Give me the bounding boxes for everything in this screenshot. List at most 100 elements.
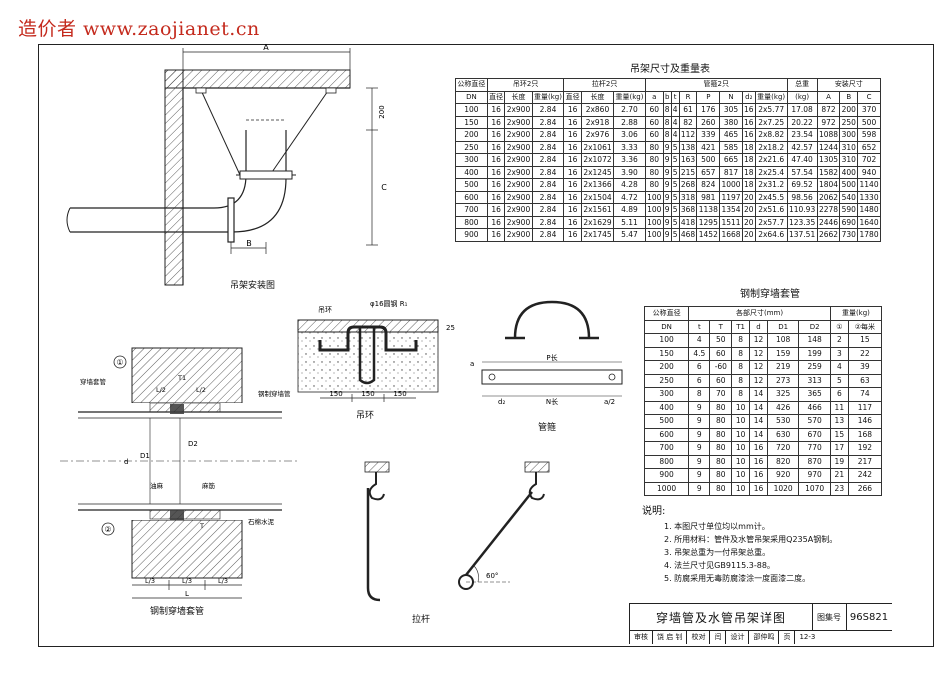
table-cell: 2x900: [504, 153, 533, 167]
table-cell: 8: [731, 387, 751, 402]
table-cell: 80: [644, 153, 664, 167]
table-cell: 100: [644, 203, 664, 217]
table-cell: 2.88: [613, 115, 646, 129]
table-cell: 305: [719, 103, 743, 117]
table-cell: 9: [662, 153, 672, 167]
design-label: 设计: [726, 630, 750, 644]
sleeve-l2a-label: L/2: [156, 386, 166, 394]
table-cell: 720: [766, 441, 800, 456]
table-cell: 2x900: [504, 228, 533, 242]
table-cell: 16: [486, 228, 506, 242]
table-cell: 1244: [816, 140, 841, 154]
table-cell: 22: [847, 346, 883, 361]
table-cell: 540: [839, 190, 859, 204]
table-cell: 2.84: [531, 178, 565, 192]
table-cell: 14: [749, 400, 768, 415]
notes-title: 说明:: [642, 506, 666, 517]
table-cell: 2.84: [531, 153, 565, 167]
table-cell: 长度: [580, 90, 615, 104]
table-cell: 465: [719, 128, 743, 142]
sleeve-t-label: T: [199, 522, 204, 530]
table-cell: 2x1629: [580, 215, 615, 229]
table-cell: 21: [829, 468, 849, 483]
table-cell: 60: [709, 346, 733, 361]
table-cell: 1804: [816, 178, 841, 192]
table-cell: 940: [857, 165, 881, 179]
table-cell: 2x900: [504, 103, 533, 117]
table-cell: 468: [678, 228, 698, 242]
table-cell: 2x900: [504, 115, 533, 129]
sleeve-label-a: 穿墙套管: [80, 377, 107, 386]
table-cell: 702: [857, 153, 881, 167]
table-cell: 重量(kg): [531, 90, 565, 104]
table-cell: 3: [829, 346, 849, 361]
design-signature: 邵仲鸣: [749, 630, 780, 644]
table-cell: 100: [643, 333, 690, 348]
table-cell: A: [816, 90, 841, 104]
table-cell: 16: [563, 128, 582, 142]
table-cell: 16: [563, 165, 582, 179]
table-cell: t: [688, 319, 711, 334]
table-cell: 4: [670, 128, 680, 142]
notes: 说明: 1. 本图尺寸单位均以mm计。 2. 所用材料：管件及水管吊架采用Q23…: [642, 505, 837, 585]
table-cell: 16: [486, 178, 506, 192]
table-cell: 16: [486, 140, 506, 154]
table-cell: 2x900: [504, 165, 533, 179]
table-cell: 20.22: [786, 115, 818, 129]
table-cell: 770: [798, 441, 831, 456]
table-cell: 300: [455, 153, 488, 167]
table-cell: 259: [798, 360, 831, 375]
table-cell: 400: [839, 165, 859, 179]
table-cell: 16: [749, 481, 768, 496]
dim-a-label: A: [263, 43, 269, 52]
pipe-clamp-caption: 管箍: [538, 423, 557, 433]
sleeve-label-e: 麻筋: [202, 481, 216, 490]
table-cell: 70: [709, 387, 733, 402]
table-cell: 192: [847, 441, 883, 456]
table1-group-header: 管箍2只: [644, 78, 788, 92]
table-cell: 5: [670, 153, 680, 167]
table-cell: -60: [709, 360, 733, 375]
table2-group-header: 各部尺寸(mm): [688, 306, 831, 321]
tie-rod-drawing: 60°: [364, 461, 550, 602]
table-cell: 250: [839, 115, 859, 129]
table-cell: 16: [486, 103, 506, 117]
table-cell: 418: [678, 215, 698, 229]
table-cell: 1070: [798, 481, 831, 496]
table-cell: 2x900: [504, 215, 533, 229]
table-cell: 19: [829, 454, 849, 469]
table-cell: 1452: [696, 228, 721, 242]
table-cell: 920: [766, 468, 800, 483]
table-cell: 2x1061: [580, 140, 615, 154]
table-cell: 900: [643, 468, 690, 483]
table-cell: 1140: [857, 178, 881, 192]
table-cell: 16: [563, 228, 582, 242]
table-cell: 2: [829, 333, 849, 348]
table-cell: DN: [455, 90, 488, 104]
table-cell: 80: [709, 481, 733, 496]
page-number: 12-3: [799, 633, 816, 641]
table1-group-header: 安装尺寸: [816, 78, 882, 92]
table-cell: 5.11: [613, 215, 646, 229]
table-cell: R: [678, 90, 698, 104]
dim-200-label: 200: [378, 105, 386, 118]
table-cell: d: [749, 319, 768, 334]
table-cell: 57.54: [786, 165, 818, 179]
table-cell: 1640: [857, 215, 881, 229]
table-cell: 1330: [857, 190, 881, 204]
table-cell: 6: [688, 360, 711, 375]
note-item: 4. 法兰尺寸见GB9115.3-88。: [664, 561, 775, 570]
title-block-sign-row: 审核 饶 启 钊 校对 闫 设计 邵仲鸣 页 12-3: [630, 630, 892, 644]
atlas-label: 图集号: [812, 604, 847, 631]
table-cell: 1582: [816, 165, 841, 179]
table-cell: 9: [688, 468, 711, 483]
table-cell: 9: [662, 140, 672, 154]
table-cell: 800: [643, 454, 690, 469]
